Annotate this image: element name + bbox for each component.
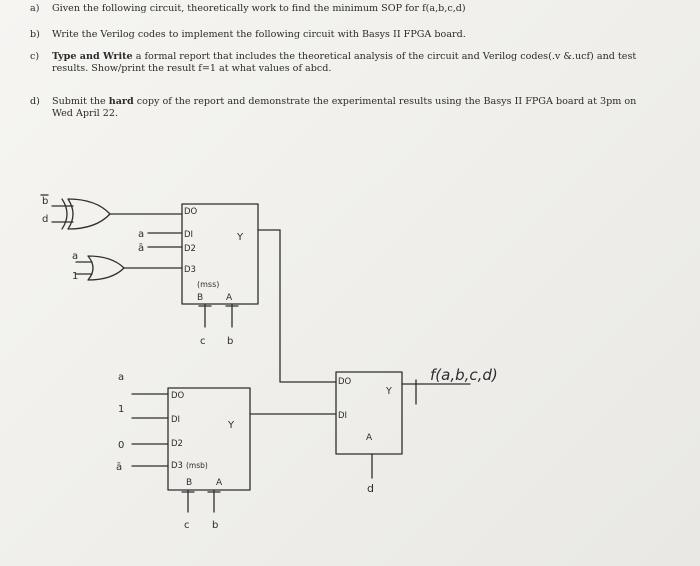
mux2-input-signal-1: 1 <box>118 404 124 415</box>
mux2-input-signal-a: a <box>118 372 124 383</box>
question-a-text: Given the following circuit, theoretical… <box>52 3 466 14</box>
mux1-select-b: B <box>197 293 203 303</box>
mux2-select-signal-c: c <box>184 520 190 531</box>
output-function-label: f(a,b,c,d) <box>430 366 498 384</box>
mux-top: DO DI D2 D3 (mss) B A Y c b a ā <box>138 203 281 347</box>
mux1-output-label: Y <box>236 232 244 243</box>
question-c-bold: Type and Write <box>52 51 133 62</box>
gate2-input-1: 1 <box>72 271 78 282</box>
mux2-input-signal-0: 0 <box>118 440 124 451</box>
gate1-input-d: d <box>42 214 48 225</box>
question-d-text: copy of the report and demonstrate the e… <box>52 96 637 119</box>
mux2-title: (msb) <box>186 461 208 470</box>
mux1-input-signal-a: a <box>138 229 144 240</box>
mux-bottom: DO DI D2 D3 (msb) B A Y c b a 1 0 ā <box>116 372 337 531</box>
mux1-input-d3: D3 <box>184 265 196 275</box>
gate-top-left: b d <box>40 194 183 230</box>
mux3-input-d1: DI <box>338 411 347 421</box>
mux2-input-d3: D3 <box>171 461 183 471</box>
question-c-label: c) <box>30 51 40 62</box>
question-b-label: b) <box>30 29 40 40</box>
mux2-select-signal-b: b <box>212 520 218 531</box>
mux3-output-label: Y <box>385 386 392 397</box>
question-d-bold: hard <box>108 96 134 107</box>
mux2-input-d1: DI <box>171 415 180 425</box>
mux1-input-signal-abar: ā <box>138 243 144 254</box>
mux1-input-d2: D2 <box>184 244 196 254</box>
mux1-select-signal-b: b <box>227 336 233 347</box>
question-d-label: d) <box>30 96 40 107</box>
mux1-select-signal-c: c <box>200 336 206 347</box>
wire-mux1-to-mux3 <box>279 229 337 383</box>
mux2-select-b: B <box>186 478 192 488</box>
mux2-output-label: Y <box>227 420 235 431</box>
mux2-input-d0: DO <box>171 391 185 401</box>
mux1-input-d1: DI <box>184 230 193 240</box>
mux3-select-a: A <box>366 433 373 443</box>
question-a-label: a) <box>30 3 40 14</box>
mux1-title: (mss) <box>197 280 219 289</box>
question-b: b) Write the Verilog codes to implement t… <box>30 29 670 41</box>
mux2-input-signal-abar: ā <box>116 462 122 473</box>
question-d-text-pre: Submit the <box>52 96 109 107</box>
mux2-input-d2: D2 <box>171 439 183 449</box>
mux1-select-a: A <box>226 293 233 303</box>
question-a: a) Given the following circuit, theoretic… <box>30 3 670 15</box>
question-c-text: a formal report that includes the theore… <box>52 51 637 74</box>
question-d: d) Submit the hard copy of the report and… <box>30 96 670 119</box>
question-c: c) Type and Write a formal report that in… <box>30 51 670 74</box>
mux2-select-a: A <box>216 478 223 488</box>
mux3-select-signal-d: d <box>367 482 374 495</box>
gate1-input-b: b <box>42 196 48 207</box>
gate-middle-left: a 1 <box>72 251 183 282</box>
gate2-input-a: a <box>72 251 78 262</box>
question-b-text: Write the Verilog codes to implement the… <box>52 29 466 40</box>
mux3-input-d0: DO <box>338 377 352 387</box>
mux1-input-d0: DO <box>184 207 198 217</box>
mux-final: DO DI Y A d <box>335 371 471 495</box>
